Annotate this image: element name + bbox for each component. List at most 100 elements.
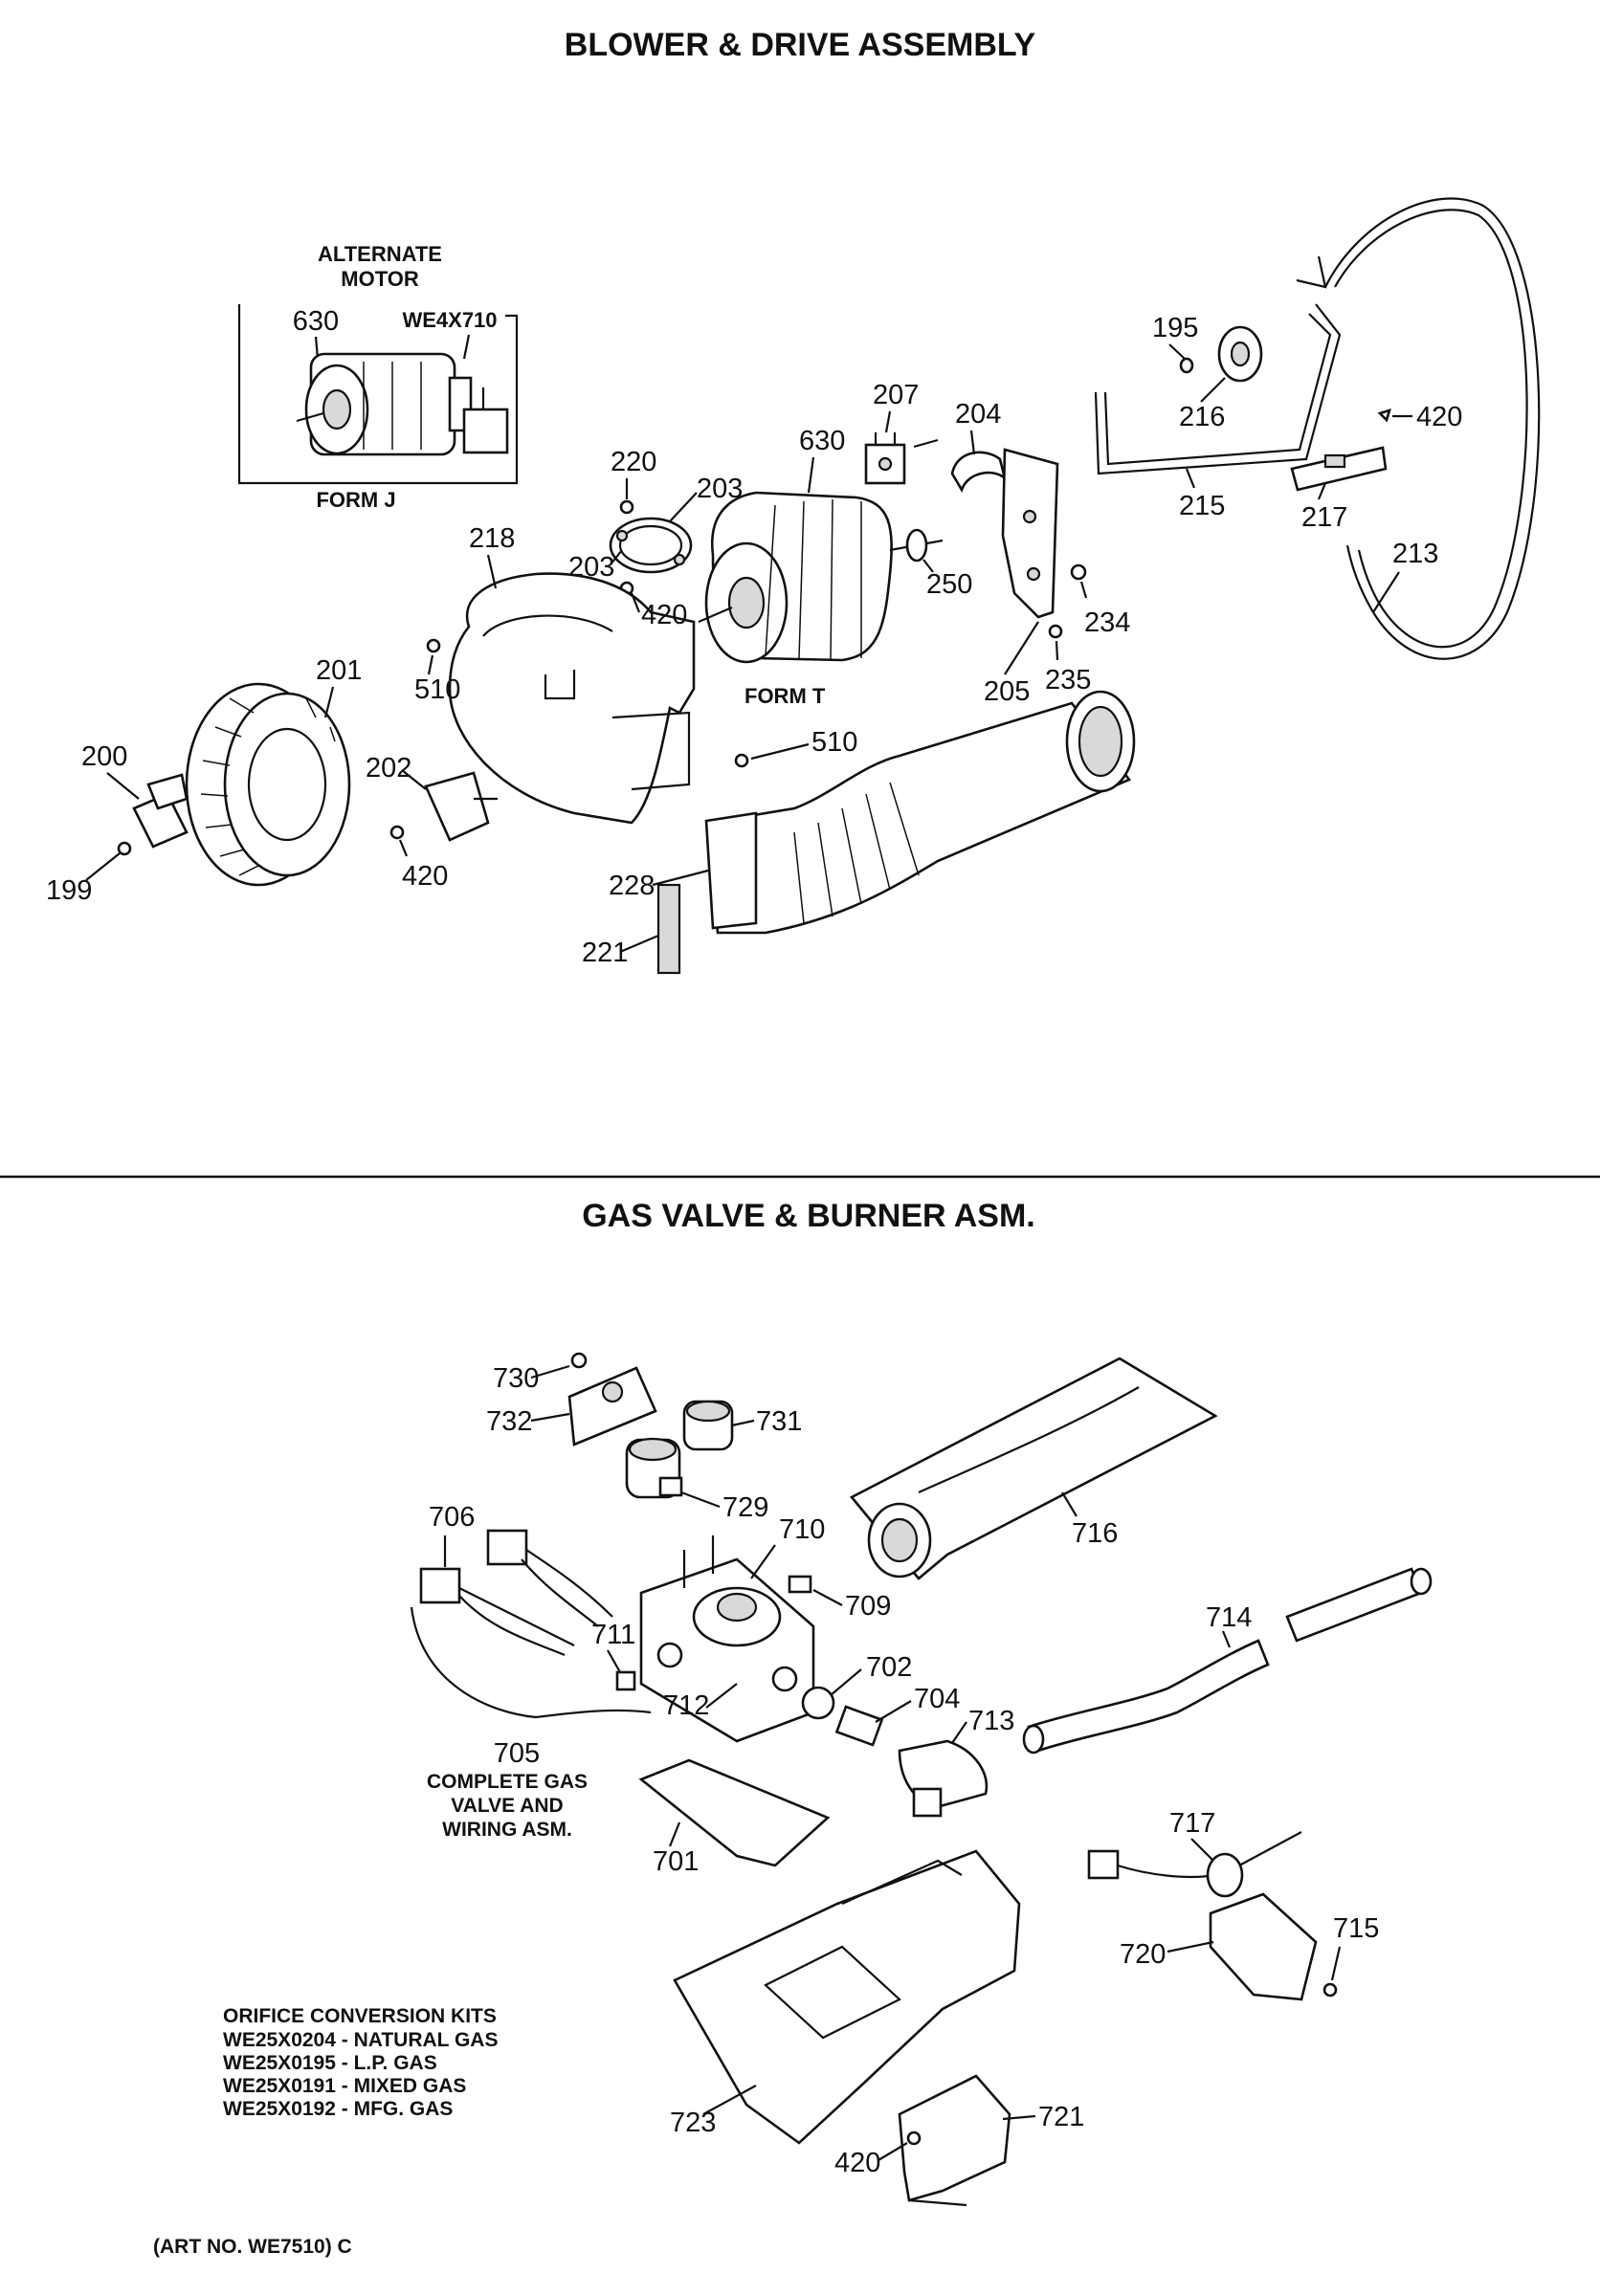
orifice-kits-note: ORIFICE CONVERSION KITS WE25X0204 - NATU…	[223, 2005, 498, 2120]
fitting-711	[615, 1670, 636, 1691]
bracket-732	[567, 1366, 657, 1446]
filter-221	[656, 883, 681, 975]
orifice-kit-3: WE25X0191 - MIXED GAS	[223, 2075, 466, 2097]
callout-730: 730	[493, 1363, 539, 1394]
callout-709: 709	[845, 1591, 891, 1622]
screw-715	[1322, 1982, 1338, 1998]
screw-510-duct	[734, 753, 749, 768]
callout-203-left: 203	[568, 552, 614, 583]
callout-721: 721	[1038, 2102, 1084, 2132]
callout-250: 250	[926, 569, 972, 600]
complete-gas-line-3: WIRING ASM.	[442, 1819, 572, 1841]
callout-234: 234	[1084, 607, 1130, 638]
callout-218: 218	[469, 523, 515, 554]
fitting-704	[834, 1705, 884, 1747]
blower-section-title: BLOWER & DRIVE ASSEMBLY	[565, 27, 1036, 63]
motor-630-form-t	[698, 491, 944, 664]
callout-420-top: 420	[1416, 402, 1462, 432]
shield-721	[898, 2074, 1011, 2207]
callout-711: 711	[591, 1620, 635, 1650]
callout-710: 710	[779, 1514, 825, 1545]
gas-callouts: 730 732 731 729 716 706 710 709 714 711 …	[410, 1363, 1379, 2178]
complete-gas-line-1: COMPLETE GAS	[427, 1771, 588, 1793]
screw-730	[570, 1352, 588, 1369]
callout-704: 704	[914, 1684, 960, 1714]
callout-701: 701	[653, 1846, 699, 1877]
callout-715: 715	[1333, 1913, 1379, 1944]
pipe-714	[1022, 1567, 1433, 1755]
alternate-motor-drawing	[296, 352, 509, 456]
complete-gas-line-2: VALVE AND	[451, 1795, 563, 1817]
callout-713: 713	[968, 1706, 1014, 1736]
complete-valve-bracket	[410, 1606, 652, 1719]
drive-belt-215	[1094, 303, 1342, 475]
callout-630-alt: 630	[293, 306, 339, 337]
gas-section-title: GAS VALVE & BURNER ASM.	[582, 1198, 1035, 1234]
callout-714: 714	[1206, 1602, 1252, 1633]
callout-717: 717	[1169, 1808, 1215, 1839]
screw-220	[619, 499, 634, 515]
callout-420-shield: 420	[834, 2148, 880, 2178]
callout-200: 200	[81, 741, 127, 772]
igniter-717	[1087, 1831, 1302, 1898]
callout-420-mid: 420	[641, 600, 687, 630]
callout-630-form-t: 630	[799, 426, 845, 456]
nut-702	[801, 1686, 835, 1720]
orifice-kit-2: WE25X0195 - L.P. GAS	[223, 2052, 437, 2074]
plate-701	[638, 1758, 831, 1867]
burner-716	[849, 1357, 1218, 1580]
exhaust-duct-228	[704, 690, 1136, 935]
callout-207: 207	[873, 380, 919, 410]
callout-220: 220	[611, 447, 656, 477]
callout-217: 217	[1301, 502, 1347, 533]
burner-base-723	[673, 1849, 1021, 2145]
callout-195: 195	[1152, 313, 1198, 343]
callout-203-top: 203	[697, 474, 743, 504]
art-number: (ART NO. WE7510) C	[153, 2236, 352, 2258]
callout-705: 705	[494, 1738, 540, 1769]
orifice-kit-4: WE25X0192 - MFG. GAS	[223, 2098, 453, 2120]
callout-706: 706	[429, 1502, 475, 1533]
idler-pulley-216	[1179, 325, 1263, 383]
blower-wheel-201	[185, 682, 351, 887]
nut-234	[1070, 563, 1087, 581]
callout-215: 215	[1179, 491, 1225, 521]
clamp-203	[609, 517, 693, 574]
coil-731	[682, 1400, 734, 1451]
alternate-motor-form: FORM J	[316, 488, 395, 512]
harness-706	[419, 1529, 613, 1657]
callout-729: 729	[722, 1492, 768, 1523]
drum-belt-213	[1296, 197, 1541, 660]
bracket-204-205	[950, 448, 1059, 619]
callout-712: 712	[663, 1690, 709, 1721]
callout-228: 228	[609, 871, 655, 901]
clip-200	[132, 773, 189, 849]
callout-716: 716	[1072, 1518, 1118, 1549]
bracket-720	[1209, 1892, 1318, 2001]
orifice-kits-heading: ORIFICE CONVERSION KITS	[223, 2005, 497, 2027]
screw-420-wheel	[389, 825, 405, 840]
alternate-motor-caption-2: MOTOR	[341, 267, 419, 291]
callout-213: 213	[1392, 539, 1438, 569]
callout-731: 731	[756, 1406, 802, 1437]
screw-235	[1048, 624, 1063, 639]
alternate-motor-part-number: WE4X710	[402, 308, 497, 332]
bracket-202	[424, 771, 498, 842]
alternate-motor-caption-1: ALTERNATE	[318, 242, 442, 266]
callout-201: 201	[316, 655, 362, 686]
screw-510-housing	[426, 638, 441, 653]
form-t-label: FORM T	[744, 684, 826, 708]
callout-510-duct: 510	[811, 727, 857, 758]
callout-204: 204	[955, 399, 1001, 430]
blower-housing-218	[448, 572, 696, 825]
bracket-217	[1290, 446, 1388, 492]
callout-216: 216	[1179, 402, 1225, 432]
screw-420-top	[1377, 408, 1391, 423]
callout-199: 199	[46, 875, 92, 906]
alternate-motor-bracket	[237, 304, 519, 485]
elbow-713	[898, 1739, 989, 1818]
coil-729	[625, 1437, 683, 1499]
callout-202: 202	[366, 753, 411, 784]
switch-207	[864, 432, 939, 485]
